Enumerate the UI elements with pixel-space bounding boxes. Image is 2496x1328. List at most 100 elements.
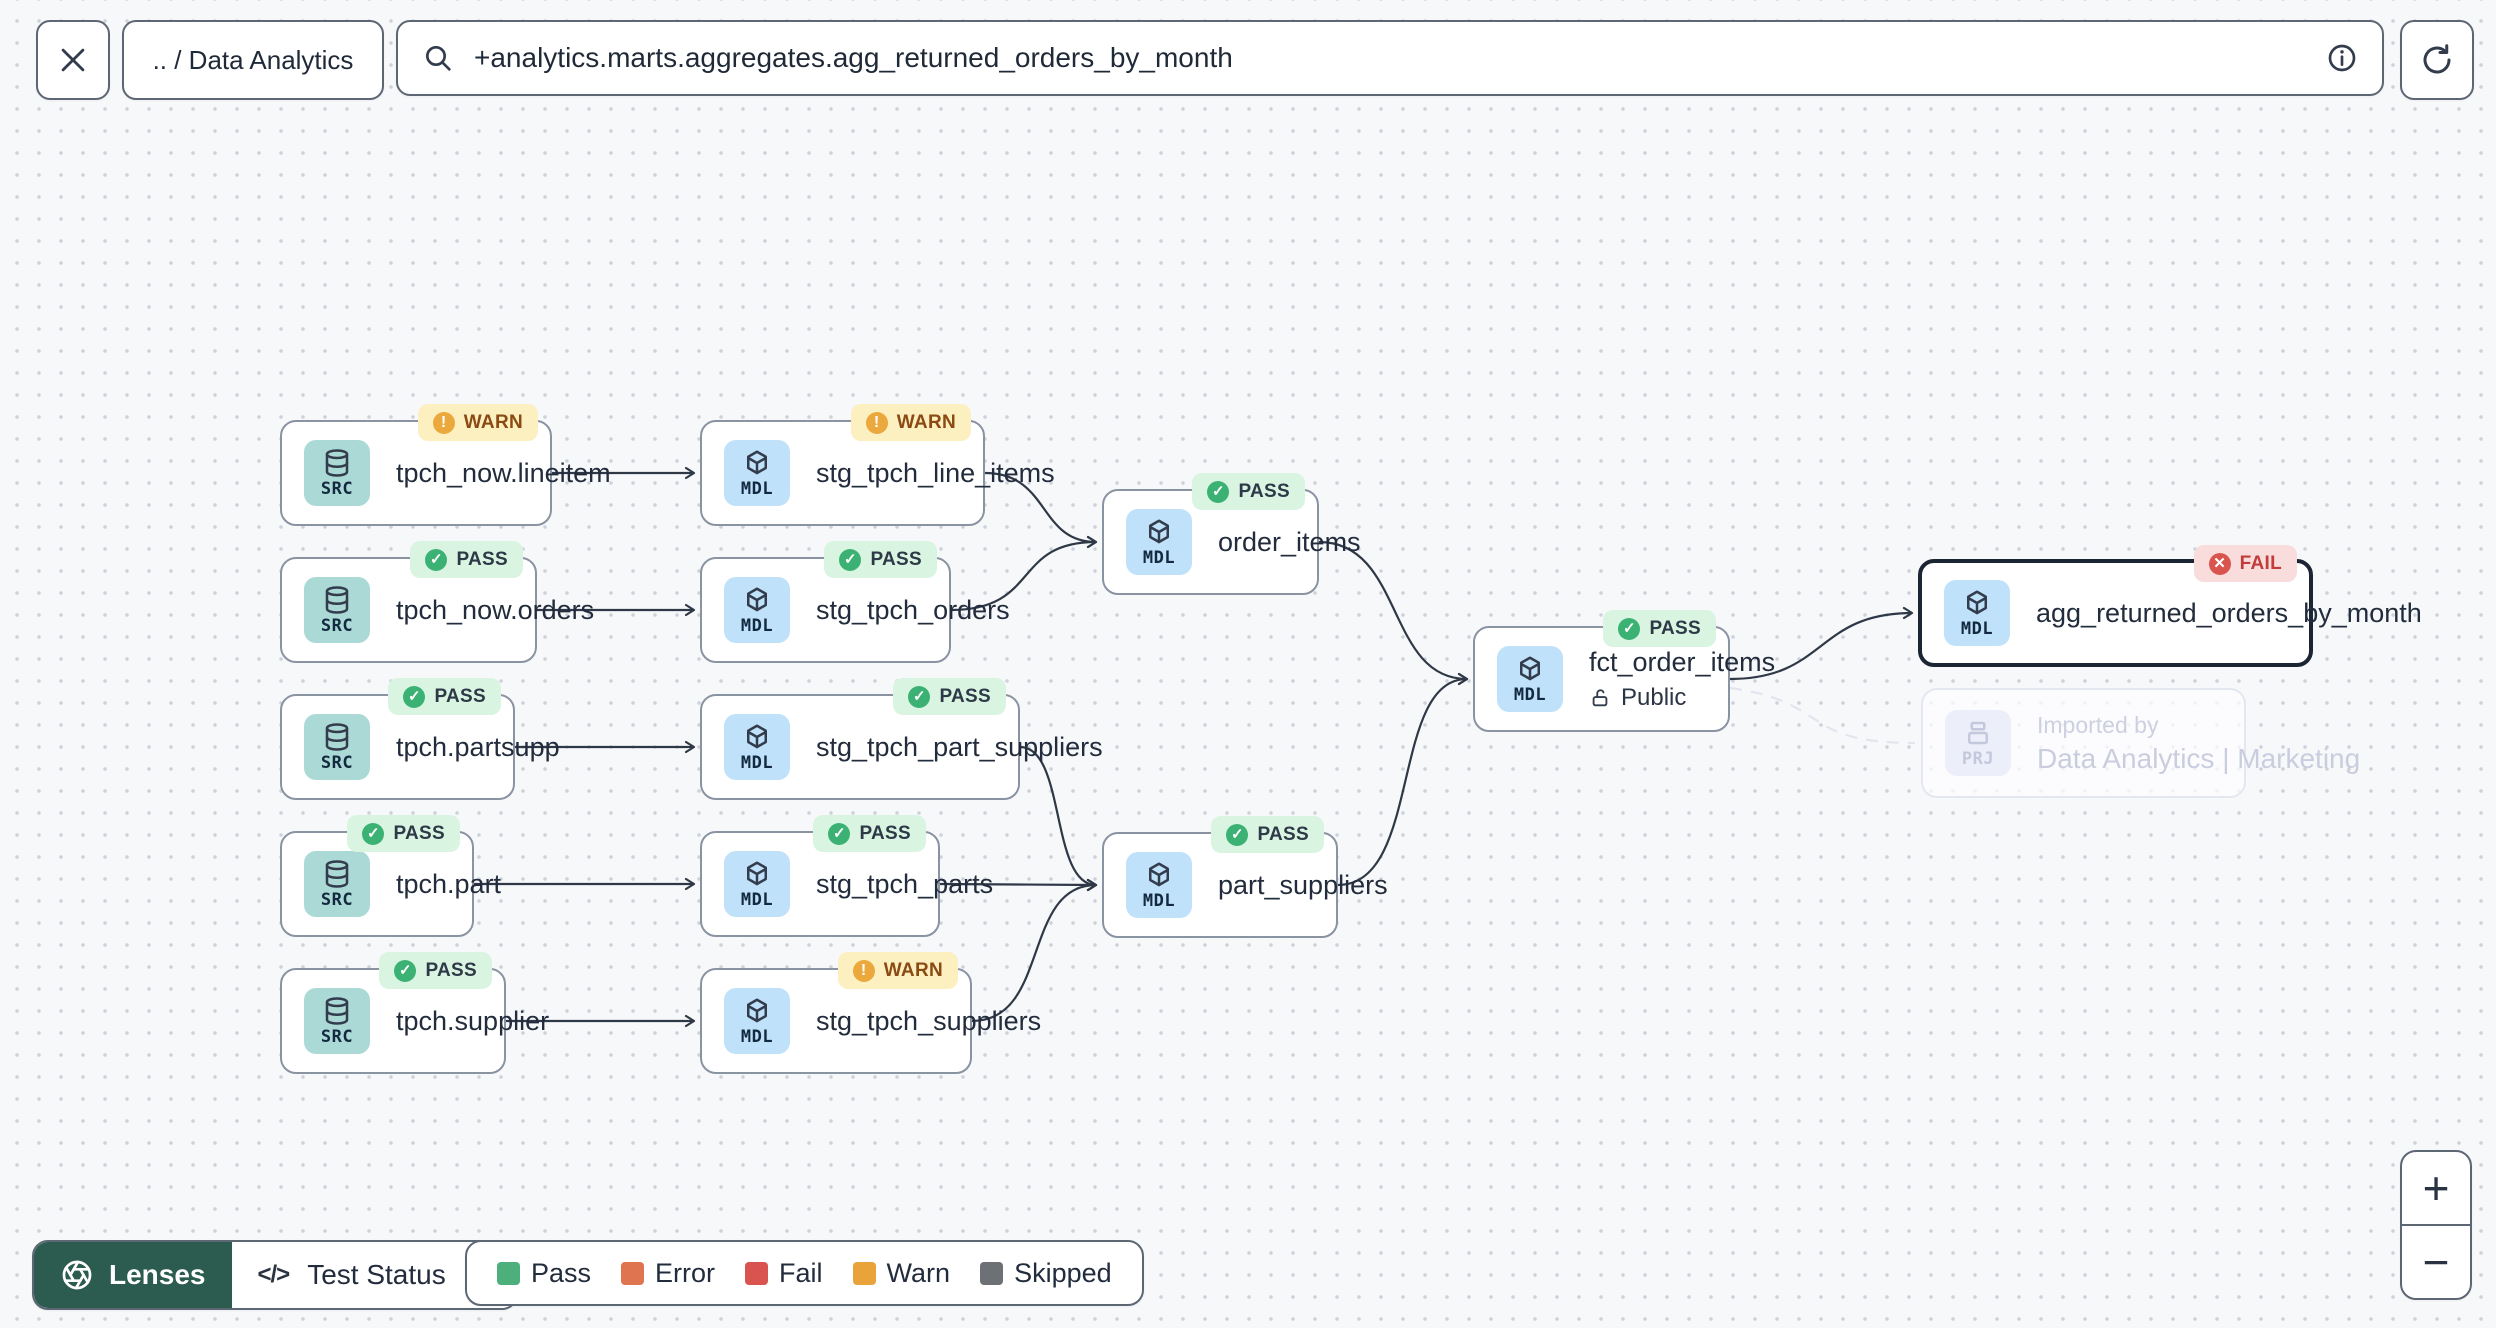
status-label: WARN — [463, 411, 523, 433]
visibility-label: Public — [1621, 683, 1687, 711]
status-label: PASS — [870, 548, 922, 570]
legend-item-skipped: Skipped — [980, 1258, 1112, 1289]
pass-icon: ✓ — [1618, 617, 1641, 640]
pass-icon: ✓ — [1226, 823, 1249, 846]
project-icon: PRJ — [1945, 710, 2011, 776]
search-input[interactable] — [472, 41, 2308, 75]
zoom-out-button[interactable]: − — [2402, 1224, 2470, 1298]
node-tpch-part[interactable]: ✓ PASS SRC tpch.part — [280, 815, 501, 937]
model-icon: MDL — [724, 988, 790, 1054]
status-badge: ✓ PASS — [388, 678, 501, 715]
status-badge: ! WARN — [417, 404, 538, 441]
node-label: order_items — [1218, 526, 1361, 557]
unlock-icon — [1592, 688, 1608, 706]
node-label: agg_returned_orders_by_month — [2036, 597, 2422, 628]
node-agg-returned-orders-by-month[interactable]: ✕ FAIL MDL agg_returned_orders_by_month — [1918, 545, 2422, 667]
legend-item-error: Error — [621, 1258, 715, 1289]
pass-icon: ✓ — [425, 548, 448, 571]
pass-icon: ✓ — [394, 959, 417, 982]
status-label: PASS — [393, 822, 445, 844]
node-label: part_suppliers — [1218, 869, 1388, 900]
status-badge: ✓ PASS — [1211, 816, 1324, 853]
pass-icon: ✓ — [828, 822, 851, 845]
minus-icon: − — [2422, 1236, 2450, 1288]
status-badge: ✓ PASS — [1603, 610, 1716, 647]
pass-swatch — [497, 1261, 520, 1285]
pass-icon: ✓ — [908, 685, 931, 708]
status-label: PASS — [425, 959, 477, 981]
imported-by-label: Imported by — [2037, 711, 2159, 738]
plus-icon: + — [2422, 1162, 2450, 1214]
status-badge: ✓ PASS — [410, 541, 523, 578]
status-label: PASS — [939, 685, 991, 707]
node-tpch-partsupp[interactable]: ✓ PASS SRC tpch.partsupp — [280, 678, 560, 800]
breadcrumb[interactable]: .. / Data Analytics — [122, 20, 384, 100]
status-label: PASS — [1238, 480, 1290, 502]
status-label: PASS — [1649, 617, 1701, 639]
lenses-label: Lenses — [109, 1259, 206, 1290]
zoom-controls: + − — [2400, 1150, 2472, 1300]
node-tpch-now-orders[interactable]: ✓ PASS SRC tpch_now.orders — [280, 541, 594, 663]
node-order-items[interactable]: ✓ PASS MDL order_items — [1102, 473, 1361, 595]
node-stg-tpch-line-items[interactable]: ! WARN MDL stg_tpch_line_items — [700, 404, 1055, 526]
node-tpch-now-lineitem[interactable]: ! WARN SRC tpch_now.lineitem — [280, 404, 611, 526]
fail-icon: ✕ — [2208, 552, 2231, 575]
node-label: stg_tpch_parts — [816, 868, 994, 899]
close-button[interactable] — [36, 20, 110, 100]
node-label: tpch.part — [396, 868, 502, 899]
info-icon[interactable] — [2326, 42, 2358, 74]
zoom-in-button[interactable]: + — [2402, 1152, 2470, 1224]
pass-icon: ✓ — [403, 685, 426, 708]
status-badge: ✓ PASS — [347, 815, 460, 852]
status-badge: ! WARN — [837, 952, 958, 989]
status-label: PASS — [1257, 823, 1309, 845]
model-icon: MDL — [724, 577, 790, 643]
legend-item-pass: Pass — [497, 1258, 591, 1289]
source-icon: SRC — [304, 577, 370, 643]
test-status-legend: Pass Error Fail Warn Skipped — [465, 1240, 1144, 1306]
source-icon: SRC — [304, 851, 370, 917]
status-badge: ✓ PASS — [813, 815, 926, 852]
node-stg-tpch-part-suppliers[interactable]: ✓ PASS MDL stg_tpch_part_suppliers — [700, 678, 1103, 800]
node-label: tpch_now.lineitem — [396, 457, 611, 488]
status-label: WARN — [896, 411, 956, 433]
node-stg-tpch-orders[interactable]: ✓ PASS MDL stg_tpch_orders — [700, 541, 1010, 663]
node-tpch-supplier[interactable]: ✓ PASS SRC tpch.supplier — [280, 952, 549, 1074]
warn-icon: ! — [432, 411, 455, 434]
node-imported-by-ghost[interactable]: PRJ Imported by Data Analytics | Marketi… — [1921, 688, 2360, 798]
status-badge: ✓ PASS — [824, 541, 937, 578]
source-icon: SRC — [304, 714, 370, 780]
skipped-swatch — [980, 1261, 1004, 1285]
refresh-icon — [2423, 44, 2451, 74]
pass-icon: ✓ — [1207, 480, 1230, 503]
model-icon: MDL — [1497, 646, 1563, 712]
source-icon: SRC — [304, 440, 370, 506]
model-icon: MDL — [724, 440, 790, 506]
model-icon: MDL — [1126, 509, 1192, 575]
imported-by-projects: Data Analytics | Marketing — [2037, 742, 2361, 774]
lenses-button[interactable]: Lenses — [34, 1242, 232, 1308]
status-label: PASS — [456, 548, 508, 570]
code-icon: </> — [257, 1261, 291, 1288]
fail-swatch — [745, 1261, 769, 1285]
node-label: tpch_now.orders — [396, 594, 595, 625]
node-label: stg_tpch_line_items — [816, 457, 1055, 488]
node-label: tpch.partsupp — [396, 731, 560, 762]
node-label: fct_order_items — [1589, 646, 1776, 677]
model-icon: MDL — [1126, 852, 1192, 918]
node-part-suppliers[interactable]: ✓ PASS MDL part_suppliers — [1102, 816, 1388, 938]
refresh-button[interactable] — [2400, 20, 2474, 100]
warn-swatch — [852, 1261, 876, 1285]
node-stg-tpch-parts[interactable]: ✓ PASS MDL stg_tpch_parts — [700, 815, 993, 937]
lens-selector-label: Test Status — [307, 1259, 446, 1290]
node-fct-order-items[interactable]: ✓ PASS MDL fct_order_items Public — [1473, 610, 1775, 732]
node-label: tpch.supplier — [396, 1005, 550, 1036]
search-bar[interactable] — [396, 20, 2384, 96]
status-badge: ✓ PASS — [1192, 473, 1305, 510]
legend-item-warn: Warn — [852, 1258, 950, 1289]
warn-icon: ! — [852, 959, 875, 982]
source-icon: SRC — [304, 988, 370, 1054]
aperture-icon — [62, 1260, 92, 1290]
status-badge: ! WARN — [850, 404, 971, 441]
node-stg-tpch-suppliers[interactable]: ! WARN MDL stg_tpch_suppliers — [700, 952, 1041, 1074]
